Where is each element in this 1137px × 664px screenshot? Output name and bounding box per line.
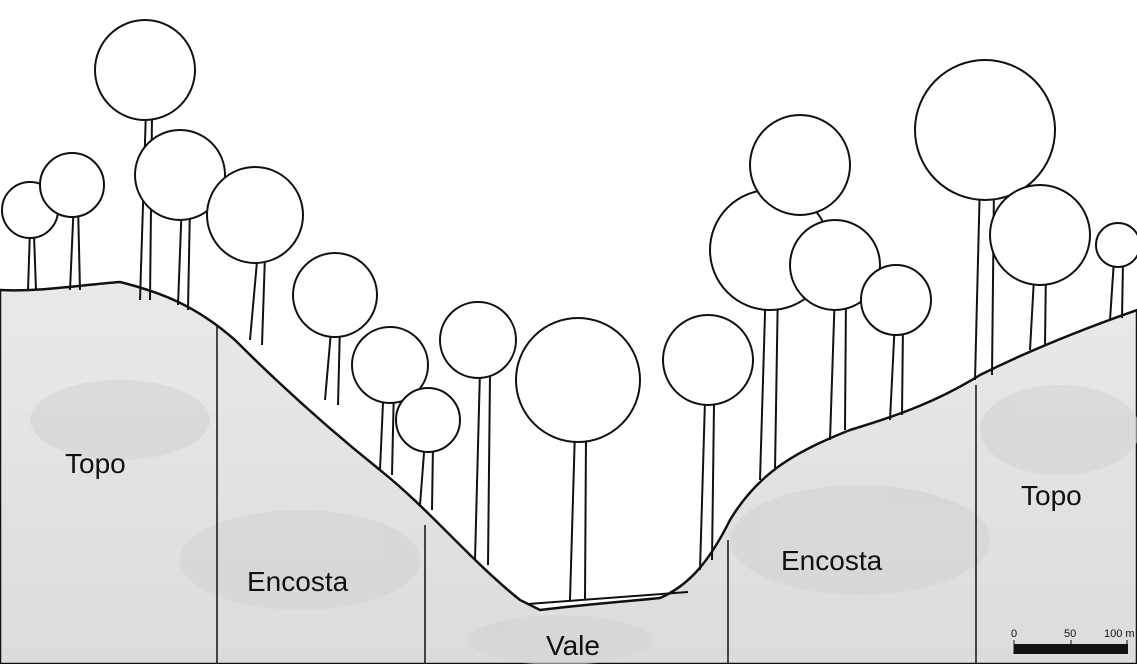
tree [1096, 223, 1137, 320]
tree [861, 265, 931, 420]
tree [990, 185, 1090, 350]
tree [790, 220, 880, 440]
tree [516, 318, 640, 600]
scale-label-0: 0 [1011, 628, 1017, 640]
scale-bar-black-segment [1014, 644, 1071, 654]
scale-label-50: 50 [1064, 628, 1076, 640]
zone-label-left-top: Topo [65, 448, 126, 480]
zone-label-right-top: Topo [1021, 480, 1082, 512]
zone-label-right-slope: Encosta [781, 545, 882, 577]
zone-label-valley: Vale [546, 630, 600, 662]
tree [750, 115, 850, 215]
zone-label-left-slope: Encosta [247, 566, 348, 598]
tree [207, 167, 303, 345]
scale-label-100: 100 m [1104, 628, 1135, 640]
scale-bar-black-segment-2 [1071, 644, 1128, 654]
